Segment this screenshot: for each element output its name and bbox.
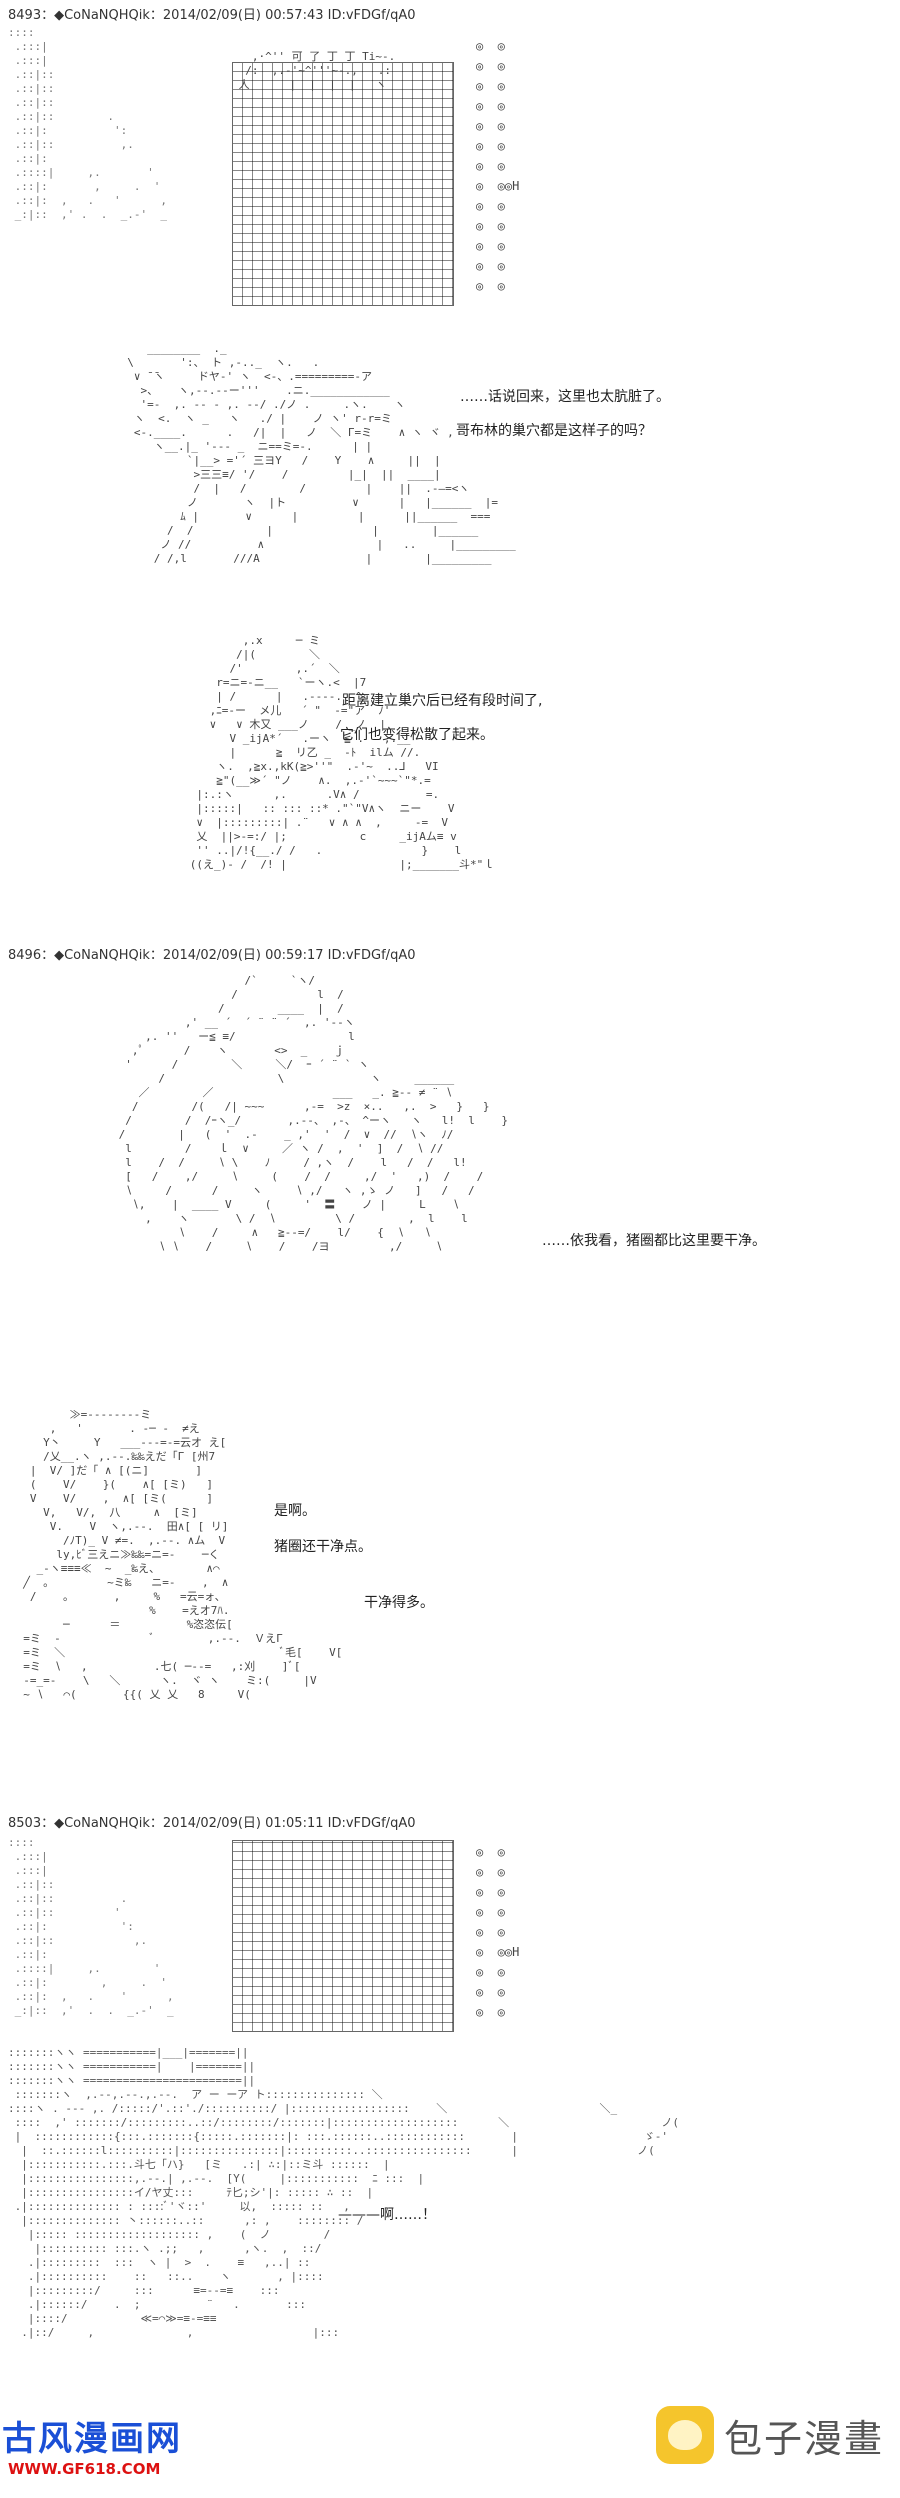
watermark-right-title: 包子漫畫 <box>723 2416 884 2461</box>
aa-art-left-debris: :::: .:::| .:::| .::|:: .::|:: .::|:: .:… <box>8 26 167 221</box>
post-header: 8503：◆CoNaNQHQik：2014/02/09(日) 01:05:11 … <box>8 1816 416 1831</box>
aa-chain-column: ◎ ◎ ◎ ◎ ◎ ◎ ◎ ◎ ◎ ◎ ◎ ◎ ◎ ◎ ◎ ◎◎H ◎ ◎ ◎ … <box>476 39 520 293</box>
bun-icon <box>655 2406 714 2464</box>
watermark-right: 包子漫畫 <box>655 2406 884 2464</box>
aa-group-characters: ≫=‐------‐ミ , ' . -─ ‐ ≠え Y丶 Y ___---=-=… <box>23 1408 343 1701</box>
speech-line: 哥布林的巢穴都是这样子的吗？ <box>456 423 652 439</box>
aa-gate-top: ,·^'' 可 了 丁 丁 Ti~-. /: ,.-'~^'''~-., .: … <box>238 50 396 91</box>
speech-line: ……依我看，猪圈都比这里要干净。 <box>542 1233 766 1249</box>
speech-line: ———啊……！ <box>338 2207 436 2223</box>
speech-line: 它们也变得松散了起来。 <box>340 727 494 743</box>
aa-goblin-character: ,.x ─ ミ /|( ＼ /' ,.´ ＼ r=ニ=-ニ__ `ーヽ.< |7… <box>189 634 495 871</box>
aa-chain-column: ◎ ◎ ◎ ◎ ◎ ◎ ◎ ◎ ◎ ◎ ◎ ◎◎H ◎ ◎ ◎ ◎ ◎ ◎ <box>476 1845 520 2019</box>
post-header: 8493：◆CoNaNQHQik：2014/02/09(日) 00:57:43 … <box>8 8 416 23</box>
watermark-left: 古风漫画网 WWW.GF618.COM <box>2 2411 182 2478</box>
watermark-left-title: 古风漫画网 <box>2 2419 182 2459</box>
aa-art-left-debris: :::: .:::| .:::| .::|:: .::|:: . .::|:: … <box>8 1836 174 2017</box>
gate-grid-art <box>232 1840 454 2032</box>
aa-character-sitting: ________ ._ \ ':、 ト ,-.._ ヽ. . ∨ ̄ ̄ヽ ドヤ… <box>127 342 516 565</box>
speech-line: ……话说回来，这里也太肮脏了。 <box>460 389 670 405</box>
speech-line: 距离建立巢穴后已经有段时间了, <box>342 693 543 709</box>
aa-hooded-character: /` `ヽ/ / l / / ____ | / ,' __ ´ ´ ¨ ¨ ´ … <box>118 974 509 1253</box>
gate-grid-art <box>232 62 454 306</box>
post-header: 8496：◆CoNaNQHQik：2014/02/09(日) 00:59:17 … <box>8 948 416 963</box>
speech-line: 猪圈还干净点。 <box>274 1539 372 1555</box>
speech-line: 是啊。 <box>274 1503 316 1519</box>
speech-line: 干净得多。 <box>364 1595 434 1611</box>
watermark-left-url: WWW.GF618.COM <box>8 2460 161 2478</box>
aa-dark-scene: :::::::ヽヽ ===========|___|=======|| ::::… <box>8 2046 680 2339</box>
